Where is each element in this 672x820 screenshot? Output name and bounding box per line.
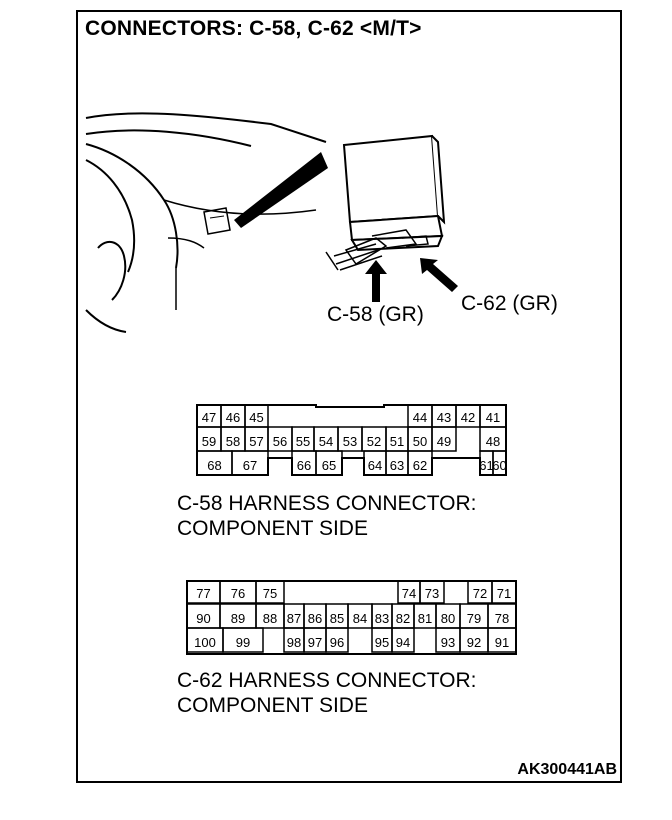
c58-pin-55: 55 [296,434,310,449]
c58-pin-cell [492,450,507,476]
c58-pin-50: 50 [413,434,427,449]
c58-pin-56: 56 [273,434,287,449]
c58-location-label: C-58 (GR) [327,303,424,326]
c62-pin-83: 83 [375,611,389,626]
c62-pin-96: 96 [330,635,344,650]
c62-pin-cell [325,627,349,653]
c62-pin-cell [487,627,517,653]
c62-pin-91: 91 [495,635,509,650]
c58-pin-49: 49 [437,434,451,449]
c58-connector-diagram: 47 46 45 44 43 42 41 59 58 57 56 55 54 53 52 51 50 49 48 68… [196,404,507,476]
c58-pin-41: 41 [486,410,500,425]
c58-pin-51: 51 [390,434,404,449]
c62-pin-87: 87 [287,611,301,626]
figure-frame [76,10,622,783]
c62-pin-94: 94 [396,635,410,650]
c58-pin-58: 58 [226,434,240,449]
c58-pin-68: 68 [207,458,221,473]
c62-pin-79: 79 [467,611,481,626]
c62-location-label: C-62 (GR) [461,292,558,315]
c62-pin-cell [391,627,415,653]
figure-code: AK300441AB [517,761,617,778]
c58-pin-cell [315,450,343,476]
c58-pin-57: 57 [249,434,263,449]
c58-pin-47: 47 [202,410,216,425]
c62-pin-85: 85 [330,611,344,626]
c58-pin-59: 59 [202,434,216,449]
c58-pin-45: 45 [249,410,263,425]
page-title: CONNECTORS: C-58, C-62 <M/T> [85,17,422,40]
c58-caption: C-58 HARNESS CONNECTOR: COMPONENT SIDE [177,491,477,541]
c62-pin-71: 71 [497,586,511,601]
c58-pin-cell [407,450,433,476]
c58-caption-line2: COMPONENT SIDE [177,517,368,540]
c58-pin-cell [231,450,269,476]
c62-pin-100: 100 [194,635,216,650]
c62-pin-cell [419,580,445,604]
c58-pin-64: 64 [368,458,382,473]
c58-pin-48: 48 [486,434,500,449]
c62-pin-89: 89 [231,611,245,626]
c58-pin-63: 63 [390,458,404,473]
c62-connector-diagram: 77 76 75 74 73 72 71 90 89 88 87 86 85 84 83 82 81 80 79 78… [186,580,517,655]
c62-pin-cell [255,580,285,604]
c58-pin-42: 42 [461,410,475,425]
c58-pin-44: 44 [413,410,427,425]
c58-pin-52: 52 [367,434,381,449]
c62-pin-80: 80 [441,611,455,626]
c62-pin-cell [491,580,517,604]
c62-pin-95: 95 [375,635,389,650]
c62-pin-cell [222,627,264,653]
c62-pin-97: 97 [308,635,322,650]
c62-pin-82: 82 [396,611,410,626]
c58-pin-62: 62 [413,458,427,473]
c58-pin-43: 43 [437,410,451,425]
c62-pin-99: 99 [236,635,250,650]
c58-pin-65: 65 [322,458,336,473]
c62-pin-88: 88 [263,611,277,626]
c62-pin-90: 90 [196,611,210,626]
c62-pin-98: 98 [287,635,301,650]
c62-caption-line2: COMPONENT SIDE [177,694,368,717]
c58-pin-60: 60 [492,458,506,473]
c62-pin-74: 74 [402,586,416,601]
c62-pin-75: 75 [263,586,277,601]
c58-pin-cell [431,426,457,452]
c62-caption: C-62 HARNESS CONNECTOR: COMPONENT SIDE [177,668,477,718]
c62-pin-78: 78 [495,611,509,626]
c62-pin-72: 72 [473,586,487,601]
c58-pin-67: 67 [243,458,257,473]
c62-pin-77: 77 [196,586,210,601]
dashboard-ecu-illustration [85,112,458,333]
c62-pin-81: 81 [418,611,432,626]
c58-pin-54: 54 [319,434,333,449]
c62-pin-86: 86 [308,611,322,626]
c62-caption-line1: C-62 HARNESS CONNECTOR: [177,669,477,692]
c62-pin-92: 92 [467,635,481,650]
c62-pin-73: 73 [425,586,439,601]
c58-pin-66: 66 [297,458,311,473]
c58-pin-53: 53 [343,434,357,449]
c58-pin-46: 46 [226,410,240,425]
c58-caption-line1: C-58 HARNESS CONNECTOR: [177,492,477,515]
c58-pin-61: 61 [479,458,493,473]
c62-pin-93: 93 [441,635,455,650]
c62-pin-76: 76 [231,586,245,601]
c62-pin-84: 84 [353,611,367,626]
